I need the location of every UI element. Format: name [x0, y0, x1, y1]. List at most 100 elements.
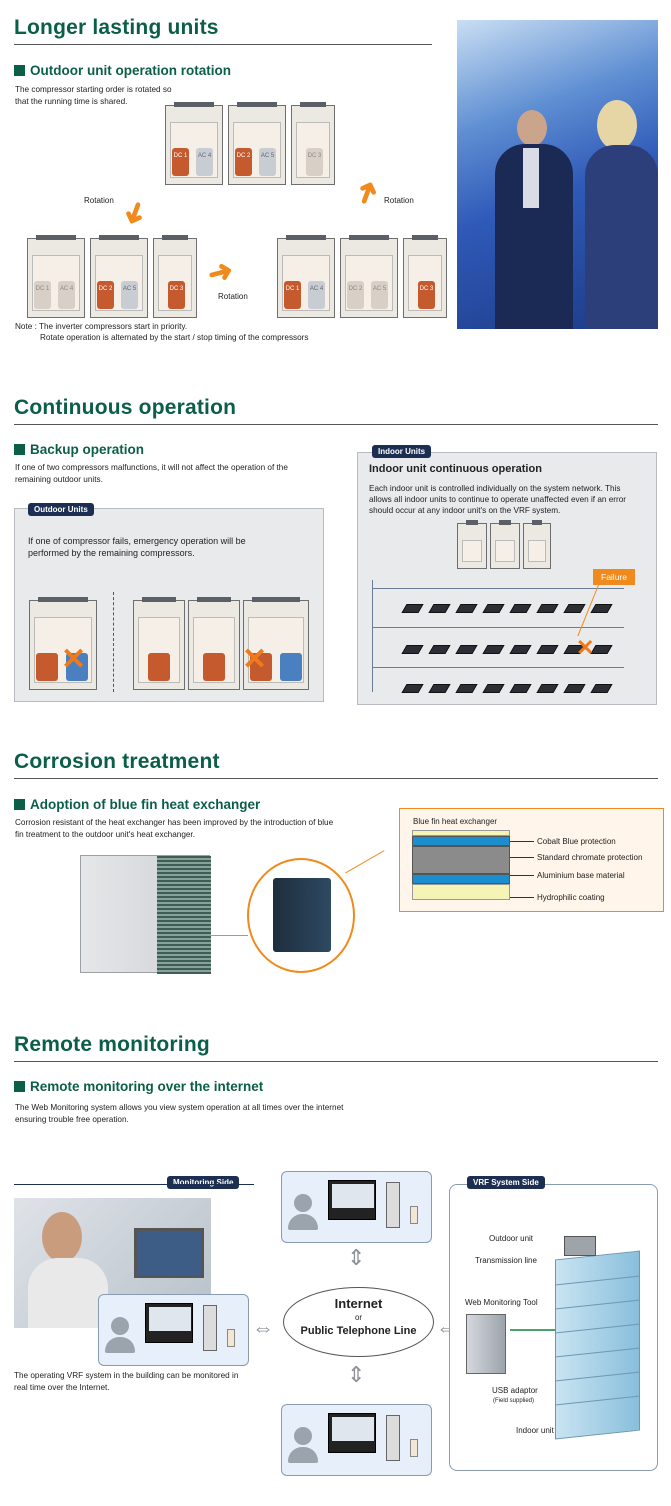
internet-or: or [354, 1313, 363, 1322]
outdoor-unit-1: DC 1 AC 4 [165, 102, 223, 185]
layer-cobalt-top [412, 836, 510, 846]
divider-dashed [113, 592, 114, 692]
phone-line-label: Public Telephone Line [300, 1325, 417, 1337]
backup-description: If one of two compressors malfunctions, … [15, 463, 288, 484]
rotation-arrow-icon: ➜ [347, 175, 387, 211]
compressor-running [148, 653, 170, 681]
tag-line [14, 1184, 254, 1185]
usb-label: USB adaptor [492, 1386, 538, 1395]
usb-note: (Field supplied) [493, 1398, 535, 1404]
indoor-units-tag: Indoor Units [372, 445, 432, 458]
bluefin-description: Corrosion resistant of the heat exchange… [15, 818, 334, 839]
outdoor-unit-1: DC 1 AC 4 [27, 235, 85, 318]
building [555, 1250, 640, 1440]
pointer-line [210, 935, 248, 936]
layer-cobalt-bottom [412, 874, 510, 884]
section-title-continuous: Continuous operation [14, 396, 237, 419]
network-line [372, 580, 373, 692]
business-people-photo [457, 20, 658, 329]
outdoor-unit-a [133, 597, 185, 690]
subtitle-text: Remote monitoring over the internet [30, 1079, 264, 1094]
subtitle-remote: Remote monitoring over the internet [14, 1079, 263, 1094]
leader-line [510, 857, 534, 858]
vrf-side-tag: VRF System Side [467, 1176, 545, 1189]
compressor-dc1: DC 1 [284, 281, 301, 309]
outdoor-units-tag: Outdoor Units [28, 503, 94, 516]
monitoring-station-left [98, 1294, 249, 1366]
layer-label: Standard chromate protection [537, 853, 643, 862]
operator-photo [14, 1198, 211, 1328]
bullet-square-icon [14, 799, 25, 810]
subtitle-backup: Backup operation [14, 442, 144, 457]
leader-line [510, 875, 534, 876]
subtitle-text: Backup operation [30, 442, 145, 457]
compressor-running [203, 653, 225, 681]
section-title-remote: Remote monitoring [14, 1033, 210, 1056]
rotation-label-left: Rotation [84, 196, 114, 205]
indoor-text: Each indoor unit is controlled individua… [369, 484, 627, 515]
compressor-dc3: DC 3 [306, 148, 323, 176]
failure-x-icon: ✕ [242, 643, 268, 676]
rotation-description: The compressor starting order is rotated… [15, 85, 172, 106]
compressor-dc3: DC 3 [418, 281, 435, 309]
bullet-square-icon [14, 1081, 25, 1092]
indoor-outdoor-unit [490, 520, 520, 569]
usb-cable [510, 1329, 556, 1331]
internet-label: Internet [334, 1296, 383, 1311]
rotation-note-line1: Note : The inverter compressors start in… [15, 322, 188, 331]
bullet-square-icon [14, 444, 25, 455]
compressor-running [280, 653, 302, 681]
double-arrow-vertical-icon: ⇕ [347, 1362, 366, 1387]
compressor-failed [250, 653, 272, 681]
monitoring-caption: The operating VRF system in the building… [14, 1371, 239, 1392]
leader-line [510, 841, 534, 842]
title-rule [14, 424, 658, 425]
double-arrow-vertical-icon: ⇕ [347, 1245, 366, 1270]
outdoor-unit-2: DC 2 AC 5 [228, 102, 286, 185]
outdoor-unit-3: DC 3 [153, 235, 197, 318]
outdoor-unit-1: DC 1 AC 4 [277, 235, 335, 318]
leader-line [510, 897, 534, 898]
outdoor-unit-c [243, 597, 309, 690]
rooftop-outdoor-unit [564, 1236, 596, 1256]
outdoor-unit-single [29, 597, 97, 690]
failure-label: Failure [593, 569, 635, 585]
indoor-heading: Indoor unit continuous operation [369, 463, 542, 475]
layer-hydrophilic-top [412, 830, 510, 836]
compressor-ac5: AC 5 [371, 281, 388, 309]
transmission-line-label: Transmission line [475, 1256, 537, 1265]
compressor-ac5: AC 5 [121, 281, 138, 309]
outdoor-units-text: If one of compressor fails, emergency op… [28, 536, 246, 558]
layer-hydrophilic-bottom [412, 884, 510, 900]
web-tool-label: Web Monitoring Tool [465, 1298, 538, 1307]
compressor-ac5: AC 5 [259, 148, 276, 176]
compressor-dc2: DC 2 [97, 281, 114, 309]
heat-exchanger-zoom [247, 858, 355, 973]
outdoor-unit-2: DC 2 AC 5 [90, 235, 148, 318]
internet-ellipse [283, 1287, 434, 1357]
outdoor-unit-3: DC 3 [403, 235, 447, 318]
network-line [372, 588, 624, 589]
title-rule [14, 44, 432, 45]
layer-aluminium [412, 846, 510, 874]
web-monitoring-pc-icon [466, 1314, 506, 1374]
compressor-ac4: AC 4 [58, 281, 75, 309]
remote-description: The Web Monitoring system allows you vie… [15, 1103, 344, 1124]
subtitle-text: Adoption of blue fin heat exchanger [30, 797, 261, 812]
monitoring-side-tag: Monitoring Side [167, 1176, 240, 1189]
section-title-corrosion: Corrosion treatment [14, 750, 220, 773]
layer-label: Hydrophilic coating [537, 893, 605, 902]
pointer-line [345, 850, 404, 908]
compressor-failed [66, 653, 88, 681]
rotation-arrow-icon: ➜ [204, 253, 237, 292]
outdoor-unit-b [188, 597, 240, 690]
rotation-arrow-icon: ➜ [115, 195, 155, 231]
compressor-ac4: AC 4 [308, 281, 325, 309]
subtitle-text: Outdoor unit operation rotation [30, 63, 231, 78]
network-line [372, 627, 624, 628]
rotation-note-line2: Rotate operation is alternated by the st… [40, 333, 309, 342]
compressor-dc3: DC 3 [168, 281, 185, 309]
outdoor-unit-2: DC 2 AC 5 [340, 235, 398, 318]
monitoring-station-top [281, 1171, 432, 1243]
compressor-dc1: DC 1 [172, 148, 189, 176]
